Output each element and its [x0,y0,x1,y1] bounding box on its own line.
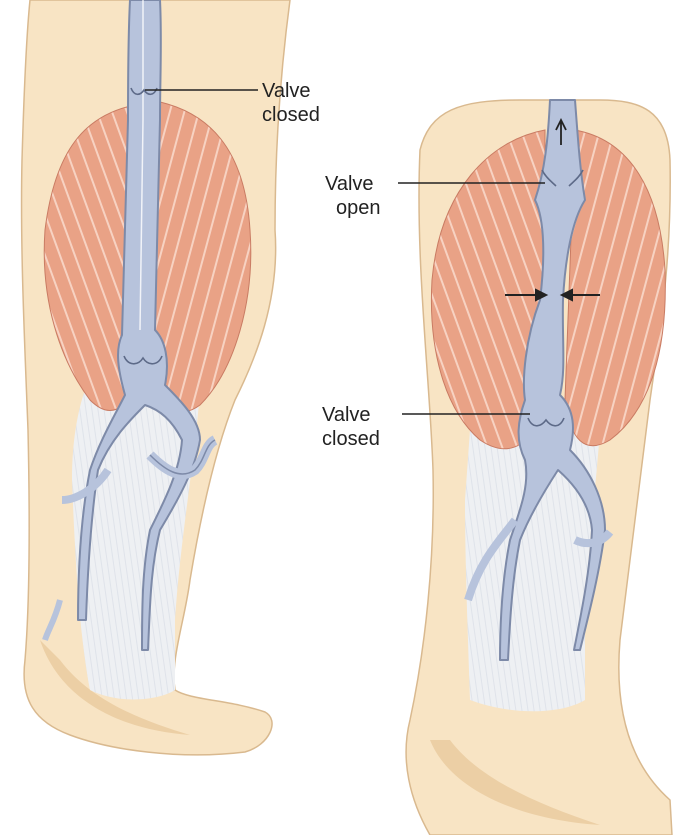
right-valve-closed-label-line2: closed [322,428,380,450]
right-valve-open-label-line1: Valve [325,173,374,195]
left-valve-closed-label-line2: closed [262,104,320,126]
left-valve-closed-label-line1: Valve [262,80,311,102]
left-leg: Valve closed [22,0,320,755]
right-valve-closed-label-line1: Valve [322,404,371,426]
right-valve-open-label-line2: open [336,197,381,219]
right-leg: Valve open Valve closed [322,100,672,835]
